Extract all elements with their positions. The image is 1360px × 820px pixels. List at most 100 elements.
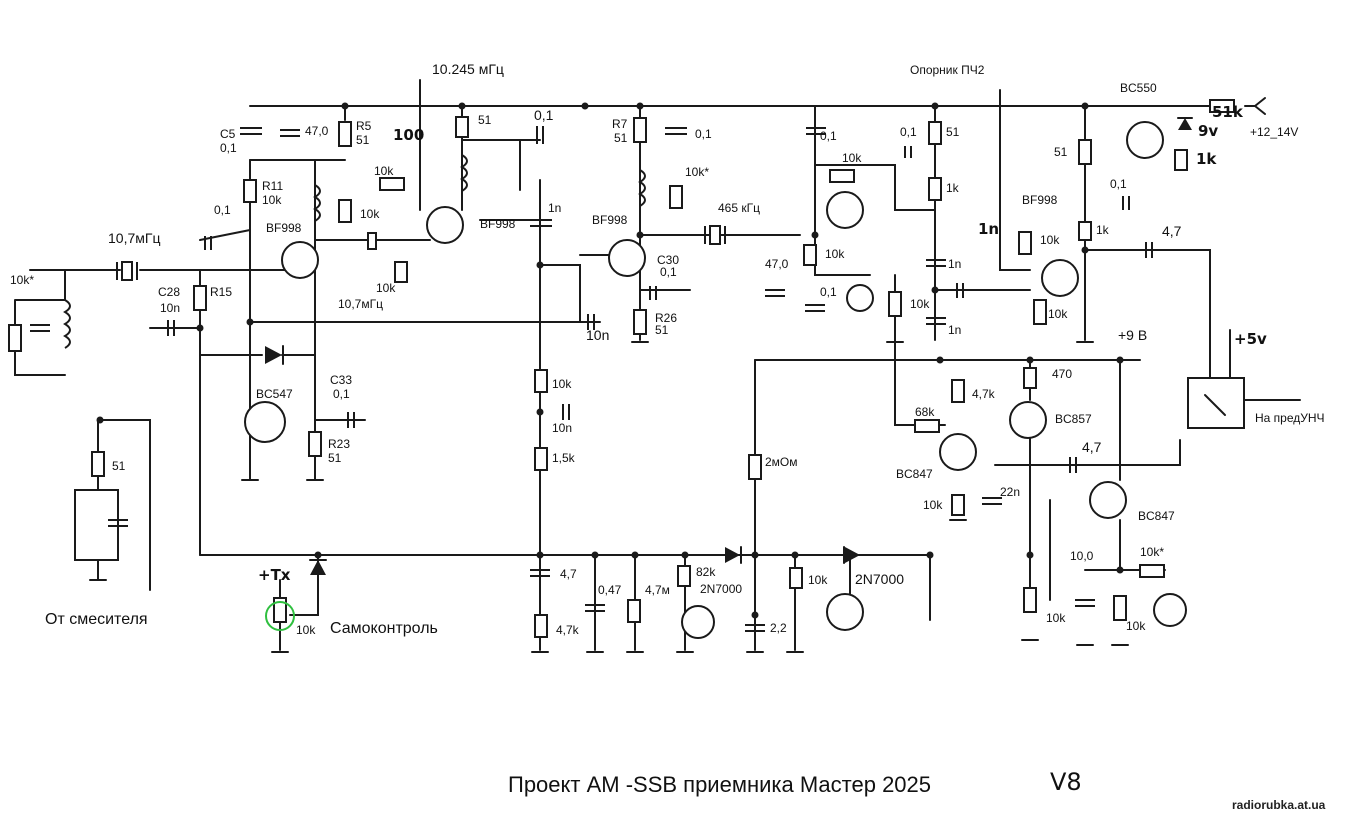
diodes xyxy=(265,117,1193,575)
value-label: 4,7 xyxy=(1162,223,1182,239)
value-label: 10k xyxy=(1048,307,1068,321)
value-label: 51 xyxy=(1054,145,1068,159)
value-label: 4,7 xyxy=(1082,439,1102,455)
value-label: 10k* xyxy=(1140,545,1164,559)
grounds xyxy=(89,341,1129,653)
label-plus9: +9 В xyxy=(1118,327,1147,343)
value-label: 10k xyxy=(808,573,828,587)
switch-block xyxy=(1187,377,1245,429)
label-q1: BF998 xyxy=(266,221,302,235)
value-label: 1n xyxy=(948,323,961,337)
value-label: 1,5k xyxy=(552,451,576,465)
value-label: R7 xyxy=(612,117,628,131)
label-q4: BF998 xyxy=(1022,193,1058,207)
value-label: 0,1 xyxy=(820,129,837,143)
label-q7: BC857 xyxy=(1055,412,1092,426)
value-label: 10k xyxy=(1126,619,1146,633)
value-label: 22n xyxy=(1000,485,1020,499)
value-label: 82k xyxy=(696,565,716,579)
value-label: 51 xyxy=(356,133,370,147)
value-label: 0,1 xyxy=(695,127,712,141)
label-q10: 2N7000 xyxy=(700,582,742,596)
label-1n-hw: 1n xyxy=(978,220,999,238)
value-label: 0,1 xyxy=(534,107,554,123)
value-label: 0,1 xyxy=(1110,177,1127,191)
label-q8: BC847 xyxy=(896,467,933,481)
value-label: 10k xyxy=(842,151,862,165)
label-q6: BC550 xyxy=(1120,81,1157,95)
label-9v: 9v xyxy=(1198,122,1218,140)
value-label: 10k xyxy=(552,377,572,391)
value-label: 51 xyxy=(112,459,126,473)
value-label: 1n xyxy=(948,257,961,271)
label-q2: BF998 xyxy=(480,217,516,231)
value-label: 47,0 xyxy=(305,124,329,138)
label-plus5: +5v xyxy=(1234,330,1267,348)
value-label: C33 xyxy=(330,373,352,387)
value-label: 10k xyxy=(376,281,396,295)
value-label: 4,7м xyxy=(645,583,670,597)
junction-dots xyxy=(96,102,1124,619)
value-label: 10k xyxy=(262,193,282,207)
value-label: 0,1 xyxy=(820,285,837,299)
value-label: 10k xyxy=(1046,611,1066,625)
label-q3: BF998 xyxy=(592,213,628,227)
labels: 10.245 мГц Опорник ПЧ2 10,7мГц 10,7мГц 4… xyxy=(10,61,1325,637)
value-label: 47,0 xyxy=(765,257,789,271)
label-q5: BC547 xyxy=(256,387,293,401)
value-label: 4,7k xyxy=(972,387,996,401)
value-label: 10n xyxy=(586,327,609,343)
resistors xyxy=(8,99,1235,638)
label-q11: 2N7000 xyxy=(855,571,904,587)
value-label: 10k xyxy=(825,247,845,261)
value-label: 470 xyxy=(1052,367,1072,381)
value-label: C5 xyxy=(220,127,236,141)
value-label: R23 xyxy=(328,437,350,451)
value-label: R15 xyxy=(210,285,232,299)
value-label: C30 xyxy=(657,253,679,267)
value-label: 2,2 xyxy=(770,621,787,635)
inductors xyxy=(63,154,646,349)
value-label: 4,7 xyxy=(560,567,577,581)
value-label: 10k xyxy=(1040,233,1060,247)
value-label: 10k xyxy=(923,498,943,512)
wires xyxy=(14,79,1301,651)
crystals xyxy=(116,225,726,281)
label-to-preamp: На предУНЧ xyxy=(1255,411,1325,425)
value-label: 10n xyxy=(552,421,572,435)
value-label: 51 xyxy=(478,113,492,127)
label-lo-freq: 10.245 мГц xyxy=(432,61,504,77)
value-label: 1k xyxy=(1096,223,1110,237)
value-label: R5 xyxy=(356,119,372,133)
value-label: 10k xyxy=(296,623,316,637)
value-label: 0,1 xyxy=(660,265,677,279)
value-label: 4,7k xyxy=(556,623,580,637)
value-label: R26 xyxy=(655,311,677,325)
diagram-title: Проект AM -SSB приемника Мастер 2025 xyxy=(508,772,932,797)
label-q9: BC847 xyxy=(1138,509,1175,523)
value-label: R11 xyxy=(262,179,283,193)
version-label: V8 xyxy=(1050,768,1082,796)
label-51k: 51k xyxy=(1212,103,1244,121)
value-label: 1n xyxy=(548,201,561,215)
label-100-hw: 100 xyxy=(393,126,424,144)
transistors xyxy=(244,121,1187,639)
value-label: 51 xyxy=(328,451,342,465)
label-if-10-7-b: 10,7мГц xyxy=(338,297,383,311)
label-self-control: Самоконтроль xyxy=(330,620,438,637)
value-label: 2мОм xyxy=(765,455,798,469)
value-label: 10n xyxy=(160,301,180,315)
value-label: 51 xyxy=(614,131,628,145)
value-label: 0,47 xyxy=(598,583,622,597)
value-label: 0,1 xyxy=(220,141,237,155)
value-label: 1k xyxy=(946,181,960,195)
label-ref-if2: Опорник ПЧ2 xyxy=(910,63,985,77)
label-supply: +12_14V xyxy=(1250,125,1298,139)
label-1k-hw: 1k xyxy=(1196,150,1217,168)
value-label: 10k xyxy=(374,164,394,178)
value-label: 10k xyxy=(910,297,930,311)
value-label: 0,1 xyxy=(333,387,350,401)
label-plus-tx: +Tx xyxy=(258,566,291,584)
capacitors xyxy=(30,126,1153,632)
label-from-mixer: От смесителя xyxy=(45,611,148,628)
